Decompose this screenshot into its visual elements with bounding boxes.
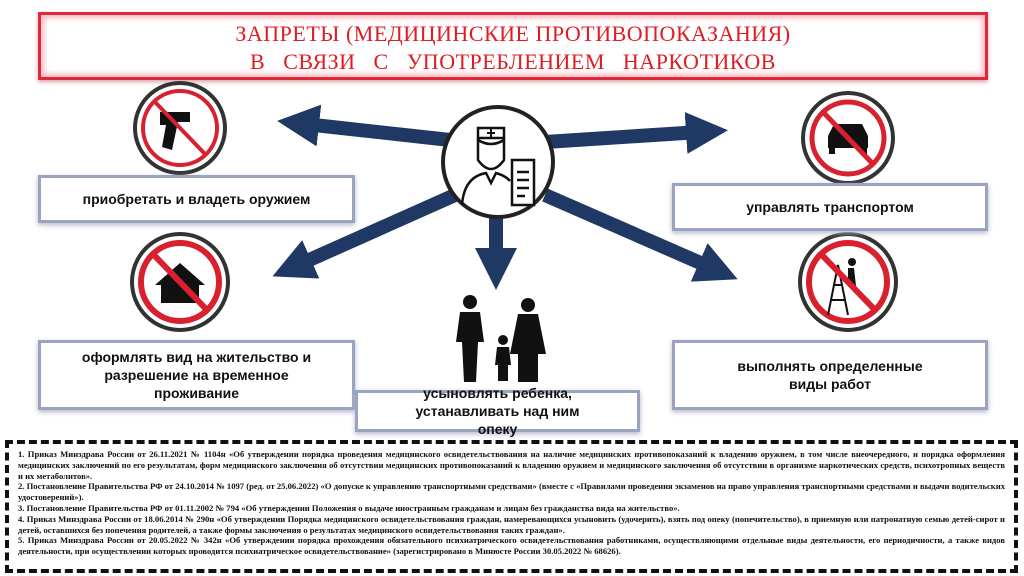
item-residence-label: оформлять вид на жительство и разрешение… bbox=[81, 349, 312, 401]
item-transport-label: управлять транспортом bbox=[746, 199, 914, 215]
item-residence: оформлять вид на жительство и разрешение… bbox=[38, 340, 355, 410]
arrow-to-residence bbox=[272, 188, 458, 279]
no-weapon-icon bbox=[133, 81, 227, 175]
legal-references: 1. Приказ Минздрава России от 26.11.2021… bbox=[5, 440, 1018, 573]
no-car-icon bbox=[801, 91, 895, 185]
doctor-icon bbox=[441, 105, 555, 219]
item-adoption: усыновлять ребенка, устанавливать над ни… bbox=[355, 385, 640, 437]
family-icon bbox=[456, 295, 546, 382]
arrow-to-work bbox=[542, 188, 738, 282]
arrow-to-transport bbox=[544, 111, 728, 154]
arrow-to-weapons bbox=[277, 104, 451, 147]
item-weapons-label: приобретать и владеть оружием bbox=[82, 191, 311, 207]
item-work: выполнять определенные виды работ bbox=[672, 340, 988, 410]
reference-3: 3. Постановление Правительства РФ от 01.… bbox=[18, 502, 680, 513]
reference-4: 4. Приказ Минздрава России от 18.06.2014… bbox=[18, 513, 1005, 535]
title-line-2: В СВЯЗИ С УПОТРЕБЛЕНИЕМ НАРКОТИКОВ bbox=[250, 49, 776, 74]
item-transport: управлять транспортом bbox=[672, 183, 988, 231]
arrows-diagram bbox=[130, 81, 898, 382]
reference-2: 2. Постановление Правительства РФ от 24.… bbox=[18, 481, 1005, 503]
item-weapons: приобретать и владеть оружием bbox=[38, 175, 355, 223]
reference-5: 5. Приказ Минздрава России от 20.05.2022… bbox=[18, 535, 1005, 557]
no-climbing-work-icon bbox=[798, 232, 898, 332]
reference-1: 1. Приказ Минздрава России от 26.11.2021… bbox=[18, 449, 1005, 481]
item-adoption-label: усыновлять ребенка, устанавливать над ни… bbox=[415, 385, 580, 437]
title-line-1: ЗАПРЕТЫ (МЕДИЦИНСКИЕ ПРОТИВОПОКАЗАНИЯ) bbox=[235, 21, 791, 46]
no-house-icon bbox=[130, 232, 230, 332]
title-banner: ЗАПРЕТЫ (МЕДИЦИНСКИЕ ПРОТИВОПОКАЗАНИЯ) В… bbox=[38, 12, 988, 80]
item-work-label: выполнять определенные виды работ bbox=[737, 358, 923, 392]
